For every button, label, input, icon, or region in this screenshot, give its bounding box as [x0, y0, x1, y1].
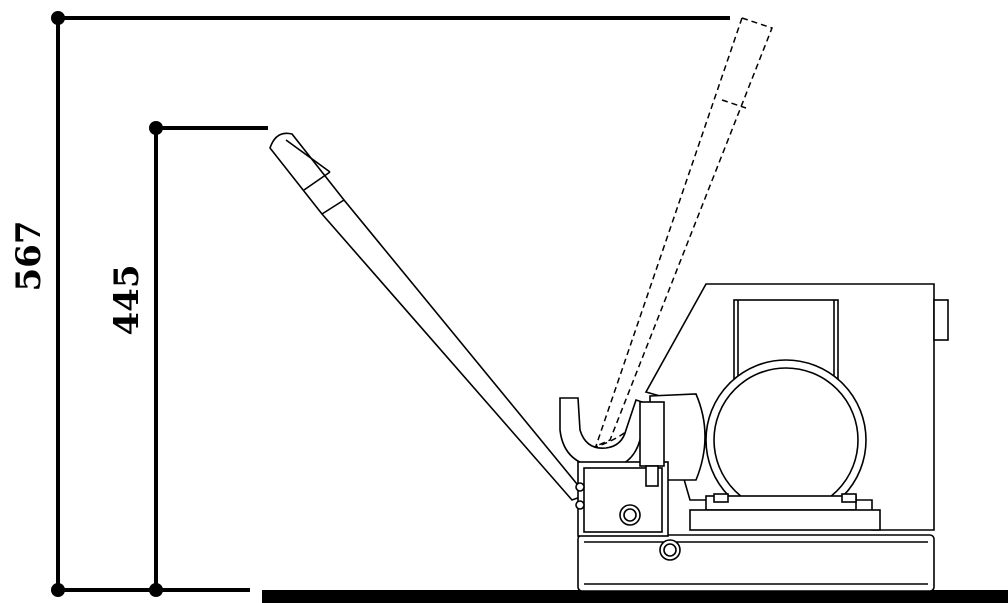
side-knob [933, 299, 949, 341]
dimension-handle-height: 445 [107, 121, 268, 597]
dim-567-top-dot [51, 11, 65, 25]
bolt-icon [619, 504, 641, 526]
hook-bracket [559, 397, 649, 469]
bolt-icon [659, 539, 681, 561]
dim-445-label: 445 [107, 265, 147, 336]
dimension-overall-height: 567 [9, 11, 730, 597]
base-plate [577, 534, 935, 592]
dim-567-label: 567 [9, 221, 49, 292]
handle-lowered-position [269, 132, 588, 501]
ground-line [262, 590, 1008, 603]
dim-445-top-dot [149, 121, 163, 135]
machine-body [559, 283, 949, 592]
column [639, 401, 665, 467]
